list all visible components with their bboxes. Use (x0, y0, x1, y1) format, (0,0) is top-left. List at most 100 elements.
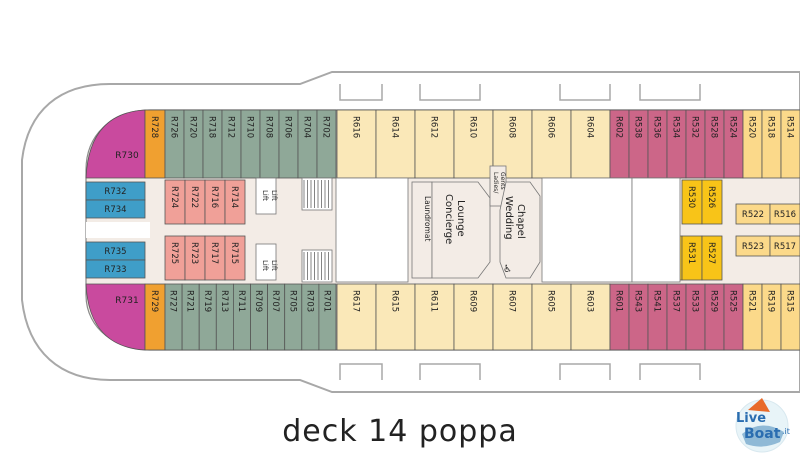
cabin-pale-mid[interactable] (769, 235, 800, 257)
cabin-label: R536 (652, 116, 662, 138)
cabin-label: R732 (104, 187, 126, 197)
cabin-salmon[interactable] (224, 235, 246, 281)
cabin-label: R703 (304, 290, 314, 312)
cabin-label: R718 (207, 116, 217, 138)
concierge-label-2: Lounge (455, 200, 466, 237)
cabin-label: R716 (209, 186, 219, 208)
cabin-cream[interactable] (375, 109, 416, 179)
public-spaces: Laundromat Concierge Lounge Ladies/ Gent… (335, 165, 681, 283)
deck-caption: deck 14 poppa (282, 414, 518, 449)
lift-label: Lift (261, 260, 269, 271)
open-space-left (335, 177, 409, 283)
cabin-label: R713 (219, 290, 229, 312)
logo-suffix: .it (782, 427, 790, 436)
cabin-cream[interactable] (531, 109, 572, 179)
cabin-label: R602 (614, 116, 624, 138)
cabin-cream[interactable] (414, 283, 455, 351)
cabin-label-aft-top: R730 (115, 151, 139, 161)
liveboat-logo: Live Boat .it (735, 398, 790, 453)
concierge-label-1: Concierge (443, 194, 454, 244)
cabin-aft-bottom[interactable] (85, 283, 146, 351)
cabin-cream[interactable] (570, 109, 611, 179)
lift-label: Lift (270, 190, 278, 201)
cabin-label: R603 (585, 290, 595, 312)
cabin-label: R604 (585, 116, 595, 138)
cabin-cream[interactable] (492, 283, 533, 351)
lift-label: Lift (261, 190, 269, 201)
cabin-blue[interactable] (85, 259, 146, 279)
restroom-label-2: Gents (499, 172, 506, 190)
cabin-pale-mid[interactable] (769, 203, 800, 225)
cabin-cream[interactable] (375, 283, 416, 351)
cabin-label: R612 (429, 116, 439, 138)
cabin-label: R714 (229, 186, 239, 208)
cabin-label: R702 (321, 116, 331, 138)
cabin-yellow[interactable] (701, 235, 723, 281)
cabin-label: R606 (546, 116, 556, 138)
wedding-label-1: Wedding (503, 196, 514, 240)
cabin-label: R724 (169, 186, 179, 208)
cabin-label: R529 (709, 290, 719, 312)
cabin-pale[interactable] (780, 283, 800, 351)
cabin-label: R610 (468, 116, 478, 138)
cabin-yellow[interactable] (701, 179, 723, 225)
concierge-lounge[interactable] (431, 181, 491, 279)
cabin-label: R712 (226, 116, 236, 138)
cabin-aft-top[interactable] (85, 109, 146, 179)
cabin-label: R706 (283, 116, 293, 138)
cabin-label: R523 (742, 242, 764, 252)
cabin-label: R516 (774, 210, 796, 220)
cabin-label: R519 (766, 290, 776, 312)
cabin-label: R726 (169, 116, 179, 138)
cabin-pale[interactable] (780, 109, 800, 179)
corridor-aft (86, 222, 150, 238)
cabin-cream[interactable] (453, 283, 494, 351)
cabin-label: R522 (742, 210, 764, 220)
wedding-chapel[interactable] (499, 181, 541, 279)
cabin-label: R528 (709, 116, 719, 138)
cabin-sage[interactable] (318, 283, 337, 351)
cabin-label: R515 (785, 290, 795, 312)
cabin-label: R532 (690, 116, 700, 138)
cabin-label: R518 (766, 116, 776, 138)
balcony-notches (339, 84, 701, 380)
laundromat-label: Laundromat (423, 196, 432, 241)
cabin-label: R514 (785, 116, 795, 138)
cabin-label: R609 (468, 290, 478, 312)
cabin-label: R733 (104, 265, 126, 275)
cabin-label: R701 (321, 290, 331, 312)
cabin-salmon[interactable] (224, 179, 246, 225)
cabin-cream[interactable] (453, 109, 494, 179)
cabin-label: R734 (104, 205, 126, 215)
logo-line2: Boat (744, 426, 781, 442)
cabin-label: R543 (633, 290, 643, 312)
cabin-label: R526 (706, 186, 716, 208)
cabin-label: R735 (104, 247, 126, 257)
cabin-label: R520 (747, 116, 757, 138)
logo-line1: Live (736, 411, 766, 426)
cabin-label: R605 (546, 290, 556, 312)
cabin-label: R710 (245, 116, 255, 138)
cabin-label: R608 (507, 116, 517, 138)
cabin-label: R721 (185, 290, 195, 312)
cabin-label: R615 (390, 290, 400, 312)
cabin-label: R616 (351, 116, 361, 138)
wedding-label-2: Chapel (515, 204, 526, 239)
restroom-label-1: Ladies/ (492, 172, 499, 194)
cabin-cream[interactable] (336, 283, 377, 351)
cabin-label: R530 (686, 186, 696, 208)
cabin-label: R601 (614, 290, 624, 312)
lift-label: Lift (270, 260, 278, 271)
cabin-label: R541 (652, 290, 662, 312)
cabin-blue[interactable] (85, 199, 146, 219)
cabin-label: R611 (429, 290, 439, 312)
cabin-label: R537 (671, 290, 681, 312)
cabin-label: R711 (236, 290, 246, 312)
open-space-right (541, 177, 633, 283)
cabin-label: R719 (202, 290, 212, 312)
cabin-label: R524 (728, 116, 738, 138)
cabin-label: R525 (728, 290, 738, 312)
cabin-cream[interactable] (570, 283, 611, 351)
cabin-label: R614 (390, 116, 400, 138)
